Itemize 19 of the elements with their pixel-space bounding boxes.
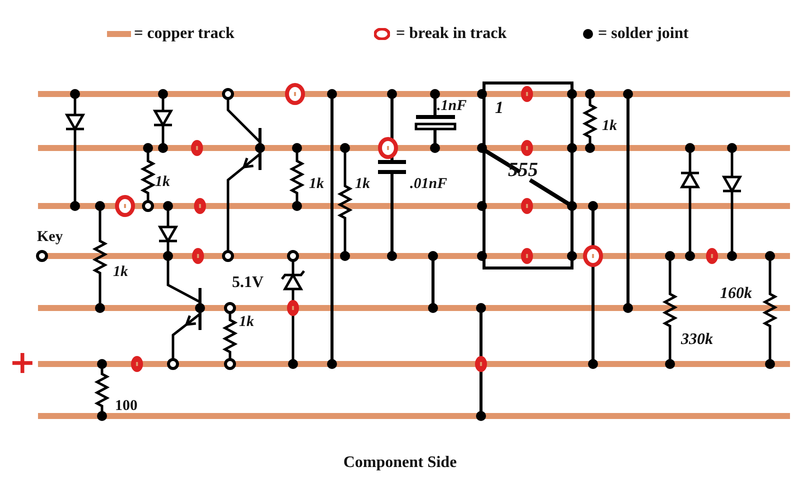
component-value: 1k	[602, 118, 617, 134]
legend-text: = break in track	[396, 26, 507, 42]
legend-text: = solder joint	[598, 26, 689, 42]
component-value: 160k	[720, 286, 752, 302]
component-value: 100	[115, 398, 138, 414]
pin-number: 1	[495, 99, 504, 116]
plus-sign: +	[9, 346, 36, 378]
caption: Component Side	[342, 455, 458, 471]
component-value: 1k	[309, 176, 324, 192]
component-value: 330k	[681, 332, 713, 348]
component-value: 1k	[355, 176, 370, 192]
component-value: 5.1V	[232, 275, 264, 291]
component-value: .01nF	[410, 176, 448, 192]
component-value: 1k	[239, 314, 254, 330]
component-value: .1nF	[437, 98, 467, 114]
component-value: 1k	[155, 174, 170, 190]
legend-text: = copper track	[134, 26, 234, 42]
component-value: 1k	[113, 264, 128, 280]
terminal-label: Key	[37, 229, 63, 245]
